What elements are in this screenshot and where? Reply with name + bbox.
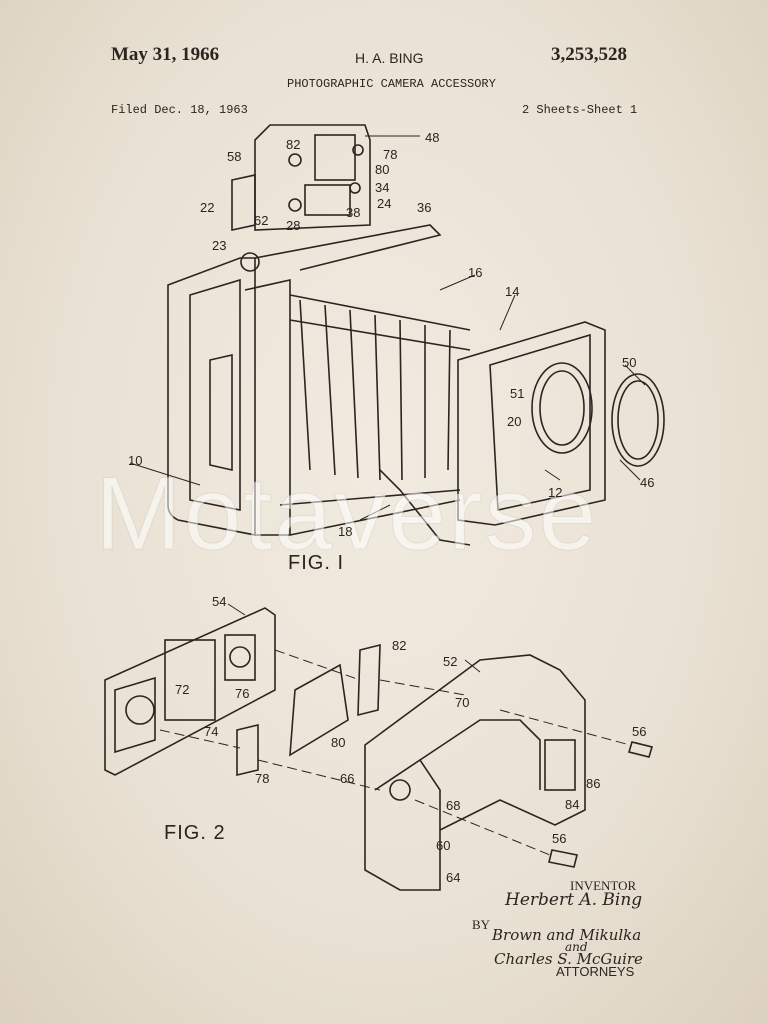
ref-numeral: 14 <box>505 284 520 299</box>
ref-numeral: 51 <box>510 386 525 401</box>
attorney-signature-and: and <box>565 940 588 954</box>
inventor-label: INVENTOR <box>570 878 637 893</box>
ref-numeral: 12 <box>548 485 563 500</box>
fig2-label: FIG. 2 <box>164 822 226 844</box>
attorneys-label: ATTORNEYS <box>556 964 635 979</box>
ref-numeral: 86 <box>586 776 601 791</box>
ref-numeral: 66 <box>340 771 355 786</box>
filed-date: Filed Dec. 18, 1963 <box>111 103 248 117</box>
by-label: BY <box>472 917 491 932</box>
ref-numeral: 18 <box>338 524 353 539</box>
ref-numeral: 20 <box>507 414 522 429</box>
ref-numeral: 58 <box>227 149 242 164</box>
ref-numeral: 64 <box>446 870 461 885</box>
ref-numeral: 34 <box>375 180 390 195</box>
ref-numeral: 36 <box>417 200 432 215</box>
ref-numeral: 78 <box>255 771 270 786</box>
patent-number: 3,253,528 <box>551 44 627 65</box>
ref-numeral: 60 <box>436 838 451 853</box>
fig2-prisms-drawing <box>236 643 381 777</box>
ref-numeral: 68 <box>446 798 461 813</box>
fig2-screws-drawing <box>548 741 654 868</box>
inventor-signature: Herbert A. Bing <box>505 890 643 910</box>
attorney-signature-2: Charles S. McGuire <box>494 950 643 968</box>
ref-numeral: 76 <box>235 686 250 701</box>
ref-numeral: 54 <box>212 594 227 609</box>
lens-housing-drawing <box>457 321 665 526</box>
ref-numeral: 82 <box>286 137 301 152</box>
watermark: Motaverse <box>95 456 599 573</box>
assembly-lines <box>159 649 631 856</box>
ref-numeral: 78 <box>383 147 398 162</box>
viewfinder-attachment-drawing <box>231 124 371 272</box>
ref-numeral: 56 <box>632 724 647 739</box>
patent-title: PHOTOGRAPHIC CAMERA ACCESSORY <box>287 77 496 91</box>
inventor-name: H. A. BING <box>355 50 424 66</box>
patent-date: May 31, 1966 <box>111 44 220 65</box>
ref-numeral: 72 <box>175 682 190 697</box>
ref-numeral: 24 <box>377 196 392 211</box>
ref-numeral: 56 <box>552 831 567 846</box>
sheet-count: 2 Sheets-Sheet 1 <box>522 103 638 117</box>
ref-numeral: 22 <box>200 200 215 215</box>
ref-numeral: 48 <box>425 130 440 145</box>
ref-numeral: 82 <box>392 638 407 653</box>
ref-numeral: 10 <box>128 453 143 468</box>
ref-numeral: 46 <box>640 475 655 490</box>
ref-numeral: 62 <box>254 213 269 228</box>
ref-numeral: 52 <box>443 654 458 669</box>
ref-numeral: 84 <box>565 797 580 812</box>
ref-numeral: 50 <box>622 355 637 370</box>
ref-numeral: 80 <box>375 162 390 177</box>
fig2-mount-plate-drawing <box>104 607 276 776</box>
ref-numeral: 74 <box>204 724 219 739</box>
ref-numeral: 38 <box>346 205 361 220</box>
fig2-housing-drawing <box>364 654 586 891</box>
ref-numeral: 80 <box>331 735 346 750</box>
ref-numeral: 28 <box>286 218 301 233</box>
ref-numeral: 16 <box>468 265 483 280</box>
ref-numeral: 23 <box>212 238 227 253</box>
fig1-label: FIG. I <box>288 552 344 574</box>
ref-numeral: 70 <box>455 695 470 710</box>
leader-lines <box>129 135 646 673</box>
camera-body-drawing <box>167 224 471 546</box>
attorney-signature-1: Brown and Mikulka <box>492 926 642 944</box>
